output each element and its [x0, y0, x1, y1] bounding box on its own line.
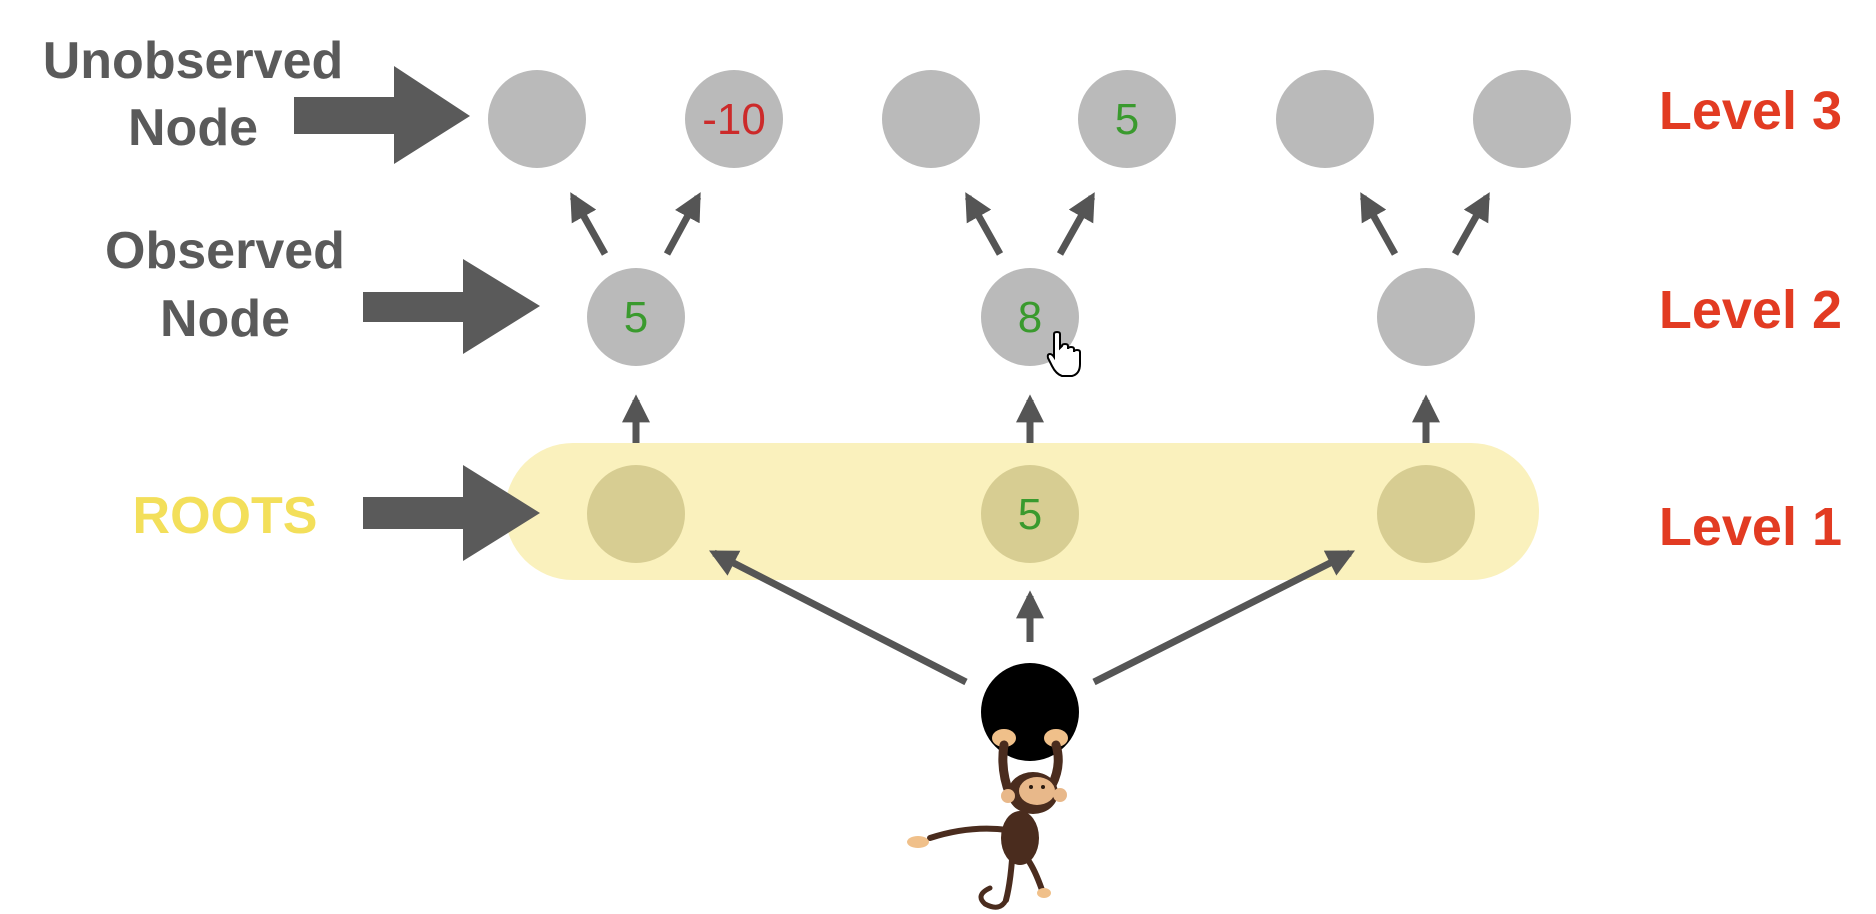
level1-nodes: 5: [587, 465, 1475, 563]
start-node: [981, 663, 1079, 761]
root-node[interactable]: [587, 465, 685, 563]
node-value: -10: [702, 95, 766, 144]
level1-label: Level 1: [1659, 497, 1842, 557]
observed-pointer-arrow: [363, 259, 540, 354]
unobserved-pointer-arrow: [294, 66, 470, 164]
roots-label: ROOTS: [133, 487, 318, 545]
edge-arrows: [569, 192, 1491, 686]
tree-node[interactable]: [1473, 70, 1571, 168]
annotation-arrows: [294, 66, 540, 561]
edge-arrow: [1451, 192, 1491, 256]
tree-node[interactable]: [488, 70, 586, 168]
root-node[interactable]: [1377, 465, 1475, 563]
edge-arrow: [1056, 192, 1096, 256]
node-value: 5: [624, 293, 648, 342]
unobserved-label-line2: Node: [128, 99, 258, 157]
level3-nodes: -10 5: [488, 70, 1571, 168]
observed-label-line1: Observed: [105, 222, 345, 280]
hand-pointer-icon: [1046, 330, 1081, 377]
tree-node[interactable]: 5: [1078, 70, 1176, 168]
node-value: 5: [1115, 95, 1139, 144]
tree-node[interactable]: -10: [685, 70, 783, 168]
tree-node[interactable]: 5: [587, 268, 685, 366]
unobserved-label-line1: Unobserved: [43, 32, 344, 90]
roots-pointer-arrow: [363, 465, 540, 561]
monkey-icon: [907, 729, 1068, 910]
edge-arrow: [1092, 549, 1356, 686]
node-value: 5: [1018, 490, 1042, 539]
tree-node[interactable]: [1276, 70, 1374, 168]
tree-node[interactable]: [882, 70, 980, 168]
level2-label: Level 2: [1659, 280, 1842, 340]
observed-label-line2: Node: [160, 290, 290, 348]
root-node[interactable]: 5: [981, 465, 1079, 563]
edge-arrow: [964, 192, 1004, 256]
edge-arrow: [709, 549, 968, 686]
edge-arrow: [569, 192, 609, 256]
level2-nodes: 5 8: [587, 268, 1475, 366]
edge-arrow: [1359, 192, 1399, 256]
tree-node[interactable]: [1377, 268, 1475, 366]
node-value: 8: [1018, 293, 1042, 342]
level3-label: Level 3: [1659, 81, 1842, 141]
edge-arrow: [663, 192, 702, 256]
